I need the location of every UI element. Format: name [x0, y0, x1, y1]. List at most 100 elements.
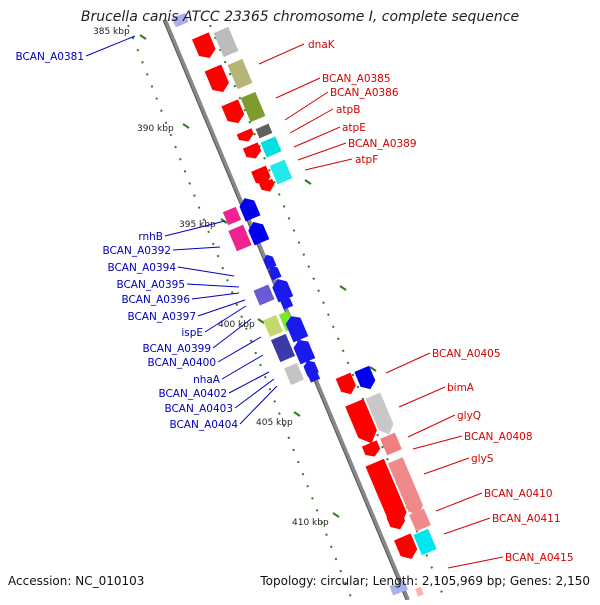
gene-block-BCAN_A0411-cyan	[413, 528, 437, 556]
gene-block-BCAN_A0405-pair	[354, 365, 376, 390]
gene-block-BCAN_A0400	[270, 333, 296, 363]
gene-block-atpB-pair	[240, 91, 266, 123]
gene-block-BCAN_A0386	[221, 99, 245, 124]
tick-390	[182, 123, 190, 129]
gene-block-atpF	[251, 165, 271, 186]
label-BCAN_A0404[interactable]: BCAN_A0404	[169, 419, 238, 431]
tick-label-405: 405 kbp	[256, 418, 293, 428]
gene-block-BCAN_A0389	[242, 142, 262, 159]
label-ispE[interactable]: ispE	[181, 327, 203, 339]
label-BCAN_A0405[interactable]: BCAN_A0405	[432, 348, 501, 360]
gene-block-BCAN_A0403	[284, 362, 304, 386]
chromosome-backbone-shadow	[162, 19, 407, 601]
label-BCAN_A0386[interactable]: BCAN_A0386	[330, 87, 399, 99]
gene-block-rnhB-a	[222, 206, 242, 226]
gene-block-atpF-small	[259, 178, 275, 192]
gene-block-BCAN_A0392-b	[248, 221, 270, 246]
gene-block-BCAN_A0389-pair	[260, 136, 282, 158]
tick-400	[257, 318, 265, 324]
label-BCAN_A0415[interactable]: BCAN_A0415	[505, 552, 574, 564]
gene-block-BCAN_A0392-a	[228, 224, 252, 252]
forward-leader-lines	[258, 43, 504, 569]
gene-block-BCAN_A0410	[386, 511, 406, 530]
label-BCAN_A0403[interactable]: BCAN_A0403	[164, 403, 233, 415]
label-dnaK[interactable]: dnaK	[308, 39, 336, 51]
gene-block-BCAN_A0394	[263, 254, 277, 270]
tick-410	[332, 512, 340, 518]
gene-block-atpE-pair	[255, 123, 273, 139]
gene-block-dnaK-pair	[213, 26, 239, 58]
reverse-strand-genes	[222, 198, 321, 386]
tick-labels: 385 kbp 390 kbp 395 kbp 400 kbp 405 kbp …	[93, 27, 329, 528]
label-bimA[interactable]: bimA	[447, 382, 475, 394]
label-BCAN_A0408[interactable]: BCAN_A0408	[464, 431, 533, 443]
gene-block-bimA-pair	[365, 392, 394, 435]
label-atpB[interactable]: atpB	[336, 104, 360, 116]
label-glyS[interactable]: glyS	[471, 453, 494, 465]
gene-block-atpF-pair	[269, 159, 293, 185]
label-glyQ[interactable]: glyQ	[457, 410, 481, 422]
tick-label-395: 395 kbp	[179, 220, 216, 230]
topology-summary: Topology: circular; Length: 2,105,969 bp…	[260, 574, 590, 588]
gene-block-glyS	[365, 458, 407, 526]
label-BCAN_A0392[interactable]: BCAN_A0392	[102, 245, 171, 257]
tick-405	[293, 411, 301, 417]
map-title: Brucella canis ATCC 23365 chromosome I, …	[80, 9, 520, 25]
gene-block-BCAN_A0408-pair	[380, 432, 402, 456]
gene-block-BCAN_A0396-a	[253, 284, 275, 306]
label-rnhB[interactable]: rnhB	[138, 231, 163, 243]
label-atpF[interactable]: atpF	[355, 154, 378, 166]
label-BCAN_A0402[interactable]: BCAN_A0402	[158, 388, 227, 400]
gene-block-glyQ	[361, 440, 381, 457]
label-atpE[interactable]: atpE	[342, 122, 366, 134]
forward-gene-labels: dnaK BCAN_A0385 BCAN_A0386 atpB atpE BCA…	[308, 39, 574, 564]
label-BCAN_A0385[interactable]: BCAN_A0385	[322, 73, 391, 85]
tick-outer-c	[339, 285, 347, 291]
tick-385	[139, 34, 147, 40]
reverse-leader-lines	[85, 35, 278, 425]
label-BCAN_A0389[interactable]: BCAN_A0389	[348, 138, 417, 150]
gene-block-bottom-fragment-red	[415, 586, 424, 597]
gene-block-BCAN_A0385	[204, 64, 230, 92]
gene-block-BCAN_A0385-pair	[227, 58, 253, 90]
tick-outer-d	[369, 366, 377, 372]
gene-block-bottom-fragment	[389, 580, 409, 596]
forward-strand-genes	[172, 12, 437, 597]
gene-block-glyS-pair	[387, 457, 423, 516]
tick-label-390: 390 kbp	[137, 124, 174, 134]
label-BCAN_A0410[interactable]: BCAN_A0410	[484, 488, 553, 500]
reverse-gene-labels: BCAN_A0381 rnhB BCAN_A0392 BCAN_A0394 BC…	[15, 51, 238, 431]
label-BCAN_A0394[interactable]: BCAN_A0394	[107, 262, 176, 274]
chromosome-backbone	[163, 19, 410, 601]
gene-block-BCAN_A0396-b	[272, 278, 294, 303]
tick-label-410: 410 kbp	[292, 518, 329, 528]
gene-block-BCAN_A0399	[285, 316, 309, 343]
accession-text: Accession: NC_010103	[8, 574, 145, 588]
gene-block-rnhB-b	[239, 198, 261, 222]
guide-ring-inner	[209, 24, 446, 601]
gene-block-atpE	[236, 128, 254, 142]
gene-block-BCAN_A0411-pair	[409, 508, 431, 532]
tick-label-400: 400 kbp	[218, 320, 255, 330]
gene-block-nhaA	[293, 340, 316, 365]
tick-outer-b	[304, 179, 312, 185]
gene-block-bimA	[345, 398, 377, 444]
label-BCAN_A0411[interactable]: BCAN_A0411	[492, 513, 561, 525]
label-BCAN_A0399[interactable]: BCAN_A0399	[142, 343, 211, 355]
gene-block-ispE-a	[263, 314, 283, 338]
gene-block-dnaK	[192, 32, 216, 59]
gene-block-BCAN_A0404	[308, 370, 321, 383]
tick-label-385: 385 kbp	[93, 27, 130, 37]
label-BCAN_A0396[interactable]: BCAN_A0396	[121, 294, 190, 306]
label-nhaA[interactable]: nhaA	[193, 374, 221, 386]
gene-block-BCAN_A0411	[394, 533, 418, 560]
gene-block-BCAN_A0397	[280, 296, 294, 310]
label-BCAN_A0397[interactable]: BCAN_A0397	[127, 311, 196, 323]
label-BCAN_A0395[interactable]: BCAN_A0395	[116, 279, 185, 291]
gene-block-top-fragment	[172, 12, 189, 28]
gene-block-BCAN_A0405	[335, 372, 356, 395]
label-BCAN_A0400[interactable]: BCAN_A0400	[147, 357, 216, 369]
label-BCAN_A0381[interactable]: BCAN_A0381	[15, 51, 84, 63]
